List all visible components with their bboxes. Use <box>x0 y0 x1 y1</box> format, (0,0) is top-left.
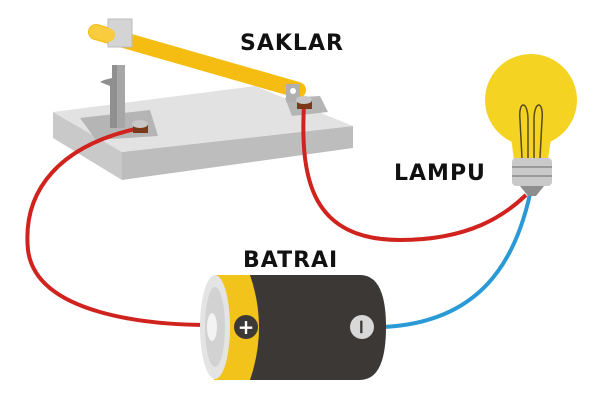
battery-body <box>250 275 386 380</box>
switch-hinge-pin <box>290 88 296 94</box>
red-wire-switch-to-lamp <box>301 103 528 243</box>
switch-jaw-front <box>117 65 125 128</box>
battery <box>200 275 386 380</box>
bulb-filament <box>519 104 543 159</box>
switch-base-front-face <box>122 126 353 180</box>
lamp <box>485 54 577 196</box>
blue-wire-lamp-to-battery <box>383 193 532 329</box>
lamp-label: LAMPU <box>394 161 486 186</box>
negative-symbol: − <box>350 318 374 336</box>
positive-terminal-icon <box>234 315 258 339</box>
switch-lever-handle <box>89 25 115 42</box>
bulb-contact <box>520 186 544 196</box>
bulb-socket <box>512 158 552 186</box>
bulb-glass <box>485 54 577 146</box>
switch-terminal-left <box>132 120 148 133</box>
negative-terminal-icon <box>350 315 374 339</box>
battery-terminal <box>207 313 217 341</box>
positive-symbol: + <box>237 315 255 339</box>
red-wire-switch-to-battery <box>25 126 211 327</box>
battery-label: BATRAI <box>243 248 339 273</box>
bulb-neck <box>510 130 552 160</box>
switch-label: SAKLAR <box>240 31 344 56</box>
switch-terminal-right <box>296 96 312 109</box>
